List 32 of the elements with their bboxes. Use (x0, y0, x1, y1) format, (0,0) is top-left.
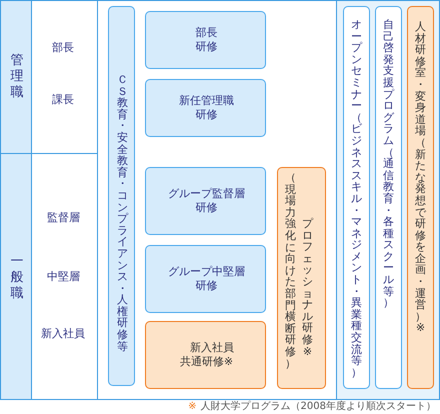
vertical-label: オープンセミナー（ビジネススキル・マネジメント・異業種交流等） (350, 19, 363, 378)
box-label: グループ監督層研修 (167, 187, 246, 215)
vertical-label: 一般職 (10, 254, 24, 302)
box-label: 新入社員 (41, 327, 85, 341)
training-box (375, 6, 402, 389)
training-box (145, 321, 266, 389)
vertical-label: （現場力強化に向けた部門横断研修） (284, 172, 297, 370)
training-box (145, 79, 266, 137)
box-label: グループ中堅層研修 (167, 265, 246, 293)
box-label: 部長研修 (194, 26, 218, 54)
training-box (407, 6, 434, 389)
box-label: 新入社員共通研修※ (178, 341, 235, 369)
category-cell (0, 153, 32, 400)
training-box (108, 6, 135, 386)
vertical-label: 自己啓発支援プログラム（通信教育・各種スクール等） (382, 19, 395, 309)
vertical-label: 人材研修室・変身道場（新たな発想で研修を企画・運営）※ (414, 21, 427, 334)
vertical-label: プロフェッショナル研修※ (301, 218, 314, 358)
training-box (277, 167, 326, 389)
training-box (343, 6, 370, 389)
box-label: 新任管理職研修 (178, 94, 235, 122)
category-cell (0, 0, 32, 154)
footnote: 人財大学プログラム（2008年度より順次スタート） (200, 401, 436, 412)
note-mark: ※ (188, 401, 197, 412)
box-label: 監督層 (47, 211, 80, 225)
vertical-label: ＣＳ教育・安全教育・コンプライアンス・人権研修等 (116, 74, 129, 352)
training-box (145, 245, 266, 313)
box-label: 部長 (52, 41, 74, 55)
training-box (145, 11, 266, 69)
training-box (145, 167, 266, 235)
vertical-label: 管理職 (10, 53, 24, 101)
box-label: 課長 (52, 93, 74, 107)
box-label: 中堅層 (47, 270, 80, 284)
